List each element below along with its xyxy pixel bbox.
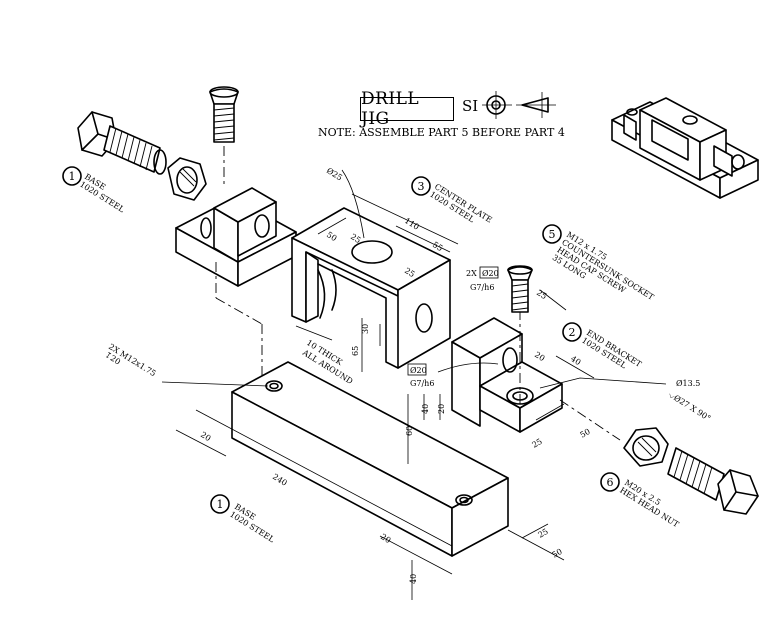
hex-head-bolt-right (559, 399, 759, 515)
svg-text:40: 40 (421, 404, 430, 414)
balloon-part-1: 1 BASE 1020 STEEL (210, 494, 277, 545)
svg-text:G7/h6: G7/h6 (410, 379, 434, 388)
svg-text:⌵Ø27 X 90°: ⌵Ø27 X 90° (667, 390, 712, 423)
center-plate-part-3 (291, 207, 451, 369)
units-label: SI (462, 97, 479, 115)
svg-text:25: 25 (537, 527, 550, 540)
svg-text:2X: 2X (466, 269, 477, 278)
svg-text:50: 50 (579, 427, 592, 440)
assembly-note: NOTE: ASSEMBLE PART 5 BEFORE PART 4 (318, 126, 565, 139)
svg-text:40: 40 (569, 354, 582, 367)
svg-text:Ø20: Ø20 (410, 366, 427, 375)
svg-text:3: 3 (418, 180, 425, 193)
assembled-view (611, 97, 759, 199)
hex-nut-left (167, 157, 207, 201)
balloon-part-6: 6 M20 x 2.5 HEX HEAD NUT (600, 472, 681, 530)
svg-text:1: 1 (217, 498, 224, 511)
svg-text:25: 25 (531, 437, 544, 450)
svg-text:20: 20 (199, 430, 212, 443)
drawing-title-text: DRILL JIG (361, 89, 420, 129)
svg-text:20: 20 (379, 532, 392, 545)
svg-text:60: 60 (405, 426, 414, 436)
svg-text:Ø13.5: Ø13.5 (676, 379, 700, 388)
hex-head-nut-part-6 (623, 427, 669, 467)
svg-text:2: 2 (569, 326, 576, 339)
svg-text:Ø25: Ø25 (325, 166, 344, 183)
svg-text:1: 1 (69, 170, 76, 183)
svg-text:5: 5 (549, 228, 556, 241)
dimension-lines (161, 169, 667, 600)
svg-text:Ø20: Ø20 (482, 269, 499, 278)
balloon-part-4: 1 BASE 1020 STEEL (62, 166, 127, 215)
hex-head-bolt-part-4 (77, 111, 167, 175)
balloon-part-5: 5 M12 x 1.75 COUNTERSUNK SOCKET HEAD CAP… (542, 224, 656, 302)
svg-text:110: 110 (403, 216, 421, 232)
svg-text:6: 6 (607, 476, 614, 489)
svg-text:240: 240 (271, 472, 289, 488)
svg-text:40: 40 (409, 574, 418, 584)
svg-text:25: 25 (535, 288, 548, 301)
balloon-part-2: 2 END BRACKET 1020 STEEL (562, 322, 643, 371)
countersunk-screw-right (507, 265, 533, 313)
svg-text:G7/h6: G7/h6 (470, 283, 494, 292)
svg-text:65: 65 (351, 346, 360, 356)
svg-text:20: 20 (437, 404, 446, 414)
base-part-1 (231, 361, 509, 557)
drawing-title: DRILL JIG (360, 89, 454, 129)
end-bracket-part-2 (451, 300, 563, 433)
third-angle-projection-symbol (482, 91, 556, 119)
countersunk-screw-part-5 (209, 86, 239, 186)
svg-text:30: 30 (361, 324, 370, 334)
svg-text:50: 50 (551, 547, 564, 560)
balloon-part-3: 3 CENTER PLATE 1020 STEEL (411, 176, 494, 225)
end-bracket-left (175, 187, 297, 378)
svg-text:20: 20 (533, 350, 546, 363)
